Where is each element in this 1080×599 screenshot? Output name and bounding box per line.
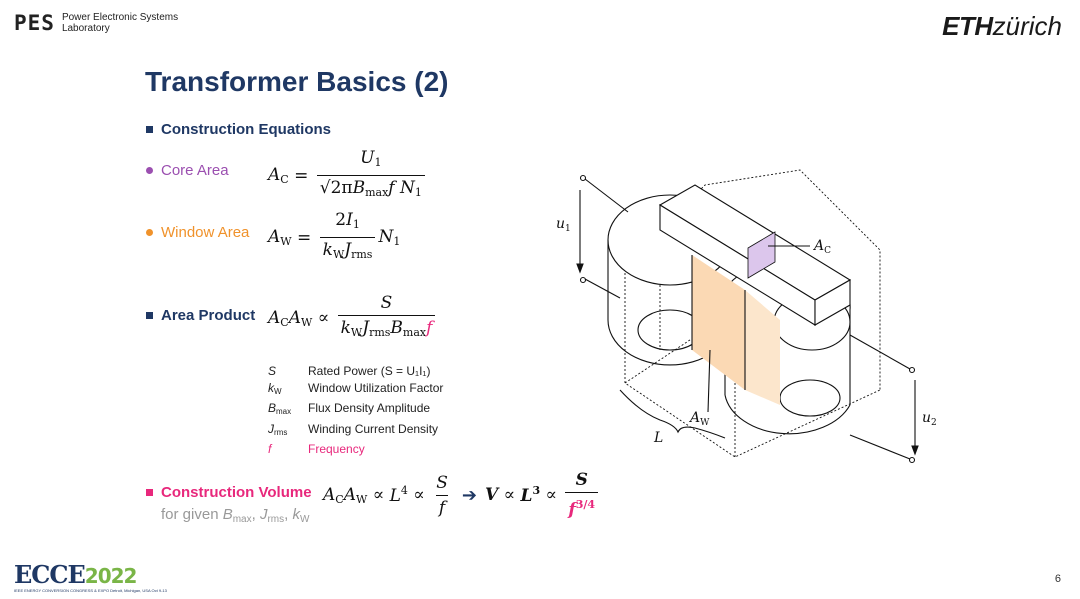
u1-label: u1 xyxy=(556,216,571,234)
transformer-diagram: u1 u2 AC AW L xyxy=(556,169,937,464)
u1-terminals xyxy=(576,174,629,299)
dot-bullet-icon xyxy=(146,166,153,174)
square-bullet-icon xyxy=(146,125,153,133)
square-bullet-icon xyxy=(146,311,153,319)
lab-name-line2: Laboratory xyxy=(61,23,110,34)
legend-symbol: B xyxy=(268,401,277,415)
eth-logo-bold: ETH xyxy=(942,11,993,41)
area-product-label: Area Product xyxy=(161,307,256,324)
page-number: 6 xyxy=(1054,573,1061,585)
legend-symbol-subscript: max xyxy=(276,407,292,416)
construction-equations-heading: Construction Equations xyxy=(146,121,331,138)
window-area-label: Window Area xyxy=(161,224,250,241)
condition-prefix: for given xyxy=(161,506,223,523)
legend-row: kW Window Utilization Factor xyxy=(268,380,443,401)
condition-j-sub: rms xyxy=(267,514,285,525)
core-area-item: Core Area xyxy=(146,162,229,179)
ac-label: AC xyxy=(812,238,831,256)
legend-symbol-subscript: rms xyxy=(274,427,288,437)
legend-description: Flux Density Amplitude xyxy=(308,401,431,415)
ecce-tagline: IEEE ENERGY CONVERSION CONGRESS & EXPO D… xyxy=(14,588,167,593)
aw-label: AW xyxy=(688,410,710,428)
area-product-item: Area Product xyxy=(146,307,255,324)
legend-row: Jrms Winding Current Density xyxy=(268,421,443,442)
core-area-label: Core Area xyxy=(161,162,229,179)
legend-description: Rated Power (S = U₁I₁) xyxy=(308,364,431,378)
construction-equations-label: Construction Equations xyxy=(161,121,331,138)
u2-label: u2 xyxy=(922,410,937,428)
window-area-highlight xyxy=(692,255,745,390)
length-brace xyxy=(619,389,726,439)
construction-volume-item: Construction Volume xyxy=(146,484,312,501)
core-area-highlight xyxy=(747,231,776,279)
legend-row: Bmax Flux Density Amplitude xyxy=(268,400,443,421)
slide-title: Transformer Basics (2) xyxy=(145,66,449,97)
legend-row-frequency: f Frequency xyxy=(268,441,443,458)
arrow-right-icon: ➔ xyxy=(461,484,477,506)
eth-logo: ETHzürich xyxy=(942,11,1062,42)
pes-logo-mark: PES xyxy=(14,10,55,35)
ecce-year: 2022 xyxy=(84,564,138,588)
ecce-conference-logo: ECCE2022 IEEE ENERGY CONVERSION CONGRESS… xyxy=(14,560,167,594)
legend-symbol-subscript: W xyxy=(274,386,282,396)
window-area-item: Window Area xyxy=(146,224,249,241)
legend-symbol: f xyxy=(268,442,272,456)
legend-row: S Rated Power (S = U₁I₁) xyxy=(268,363,443,380)
eth-logo-zurich: zürich xyxy=(992,11,1062,41)
legend-description: Winding Current Density xyxy=(308,421,439,436)
legend-symbol: S xyxy=(268,364,277,378)
pes-logo: PES Power Electronic Systems Laboratory xyxy=(14,12,178,34)
ecce-mark: ECCE xyxy=(14,560,86,589)
pes-logo-text: Power Electronic Systems Laboratory xyxy=(62,12,178,34)
legend-description: Window Utilization Factor xyxy=(308,380,444,395)
condition-k: k xyxy=(292,506,300,523)
condition-b: B xyxy=(222,506,233,523)
condition-separator: , xyxy=(251,506,260,523)
u2-terminals xyxy=(849,334,919,464)
construction-volume-condition: for given Bmax, Jrms, kW xyxy=(161,506,309,525)
condition-b-sub: max xyxy=(232,514,252,525)
length-label: L xyxy=(653,430,663,446)
dot-bullet-icon xyxy=(146,228,153,236)
condition-k-sub: W xyxy=(299,514,310,525)
condition-j: J xyxy=(259,506,268,523)
legend-symbol: J xyxy=(268,421,274,436)
condition-separator: , xyxy=(284,506,293,523)
lab-name-line1: Power Electronic Systems xyxy=(61,12,179,23)
square-bullet-icon xyxy=(146,488,153,496)
legend-symbol: k xyxy=(268,380,274,395)
construction-volume-label: Construction Volume xyxy=(161,484,312,501)
symbol-legend: S Rated Power (S = U₁I₁) kW Window Utiliza… xyxy=(268,363,443,458)
legend-description: Frequency xyxy=(308,442,365,456)
window-area-highlight-side xyxy=(745,290,780,405)
core-area-equation: AC = U1√2πBmaxf N1 xyxy=(268,148,428,203)
